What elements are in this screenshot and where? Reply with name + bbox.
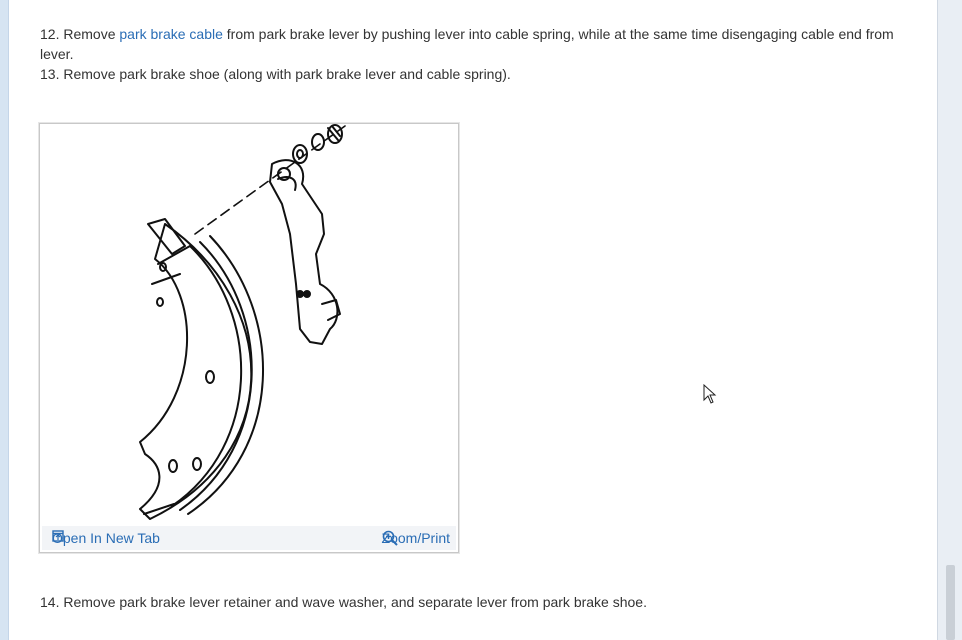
left-window-edge	[0, 0, 9, 640]
mouse-pointer-icon	[703, 384, 717, 404]
zoom-print-label: Zoom/Print	[381, 530, 450, 546]
magnifier-plus-icon	[382, 530, 398, 546]
article-content: 12. Remove park brake cable from park br…	[40, 24, 920, 84]
step-12: 12. Remove park brake cable from park br…	[40, 24, 920, 64]
brake-shoe-illustration	[139, 124, 346, 520]
step-12-prefix: 12. Remove	[40, 26, 120, 42]
step-13: 13. Remove park brake shoe (along with p…	[40, 66, 511, 82]
open-new-tab-icon	[52, 530, 64, 542]
step-12-suffix: from park brake lever by pushing lever i…	[40, 26, 894, 62]
open-in-new-tab-button[interactable]: Open In New Tab	[52, 530, 160, 546]
zoom-print-button[interactable]: Zoom/Print	[382, 530, 450, 546]
vertical-scrollbar[interactable]	[937, 0, 962, 640]
open-in-new-tab-label: Open In New Tab	[52, 530, 160, 546]
brake-shoe-figure: Open In New Tab Zoom/Print	[39, 123, 459, 553]
scrollbar-thumb[interactable]	[946, 565, 955, 640]
figure-toolbar: Open In New Tab Zoom/Print	[42, 526, 456, 550]
step-14: 14. Remove park brake lever retainer and…	[40, 594, 647, 610]
park-brake-cable-link[interactable]: park brake cable	[119, 26, 223, 42]
